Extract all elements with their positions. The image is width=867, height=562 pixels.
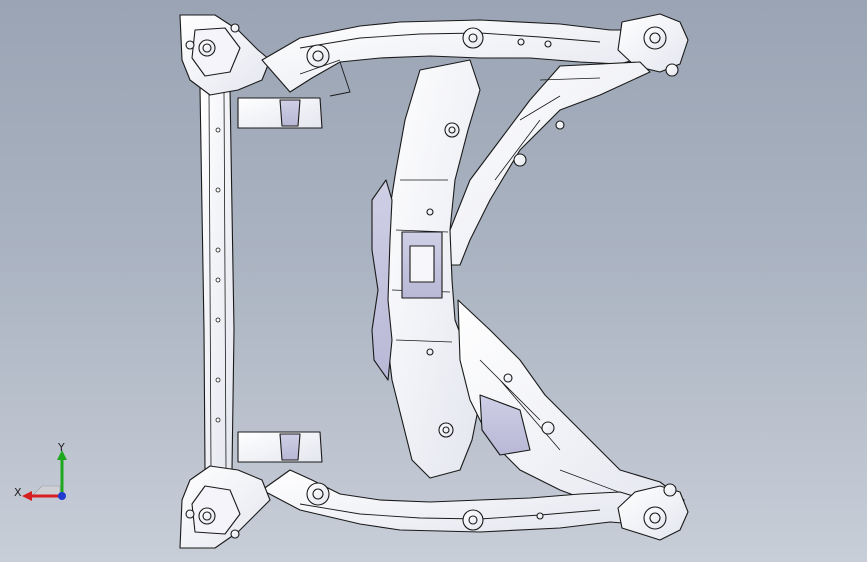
bottom-left-bracket bbox=[237, 431, 323, 463]
y-axis-label: Y bbox=[57, 441, 65, 454]
side-wing bbox=[371, 179, 393, 381]
upper-right-arm bbox=[444, 61, 651, 266]
bottom-arm bbox=[261, 469, 641, 533]
top-left-bracket bbox=[237, 97, 323, 129]
x-axis-label: X bbox=[14, 486, 22, 499]
y-axis-arrow bbox=[57, 450, 67, 460]
x-axis-arrow bbox=[22, 491, 32, 501]
z-axis-dot bbox=[58, 492, 66, 500]
orientation-triad: Y X bbox=[14, 441, 67, 501]
